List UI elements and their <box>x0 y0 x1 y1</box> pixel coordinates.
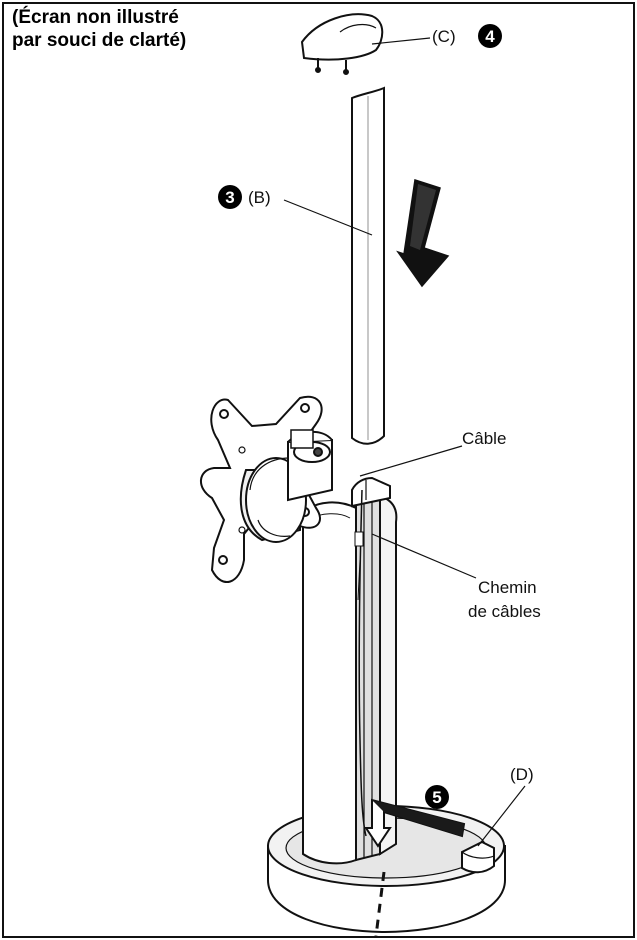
step-4-badge <box>478 24 502 48</box>
arrow-shade <box>410 184 436 250</box>
step-3-badge <box>218 185 242 209</box>
monitor-mount <box>200 395 333 583</box>
leader-cable-channel <box>371 533 477 579</box>
stand-pole <box>302 476 398 865</box>
top-cap-c <box>300 13 384 75</box>
step-3: 3 (B) <box>218 185 271 209</box>
part-b-label: (B) <box>248 188 271 207</box>
illustration-note: (Écran non illustré par souci de clarté) <box>12 6 186 52</box>
base-insert-arrow-icon <box>364 798 466 848</box>
step-5-number: 5 <box>432 788 441 807</box>
alignment-dashed-line <box>374 871 386 937</box>
cable-channel-label-line-2: de câbles <box>468 602 541 621</box>
leader-cable <box>359 445 463 477</box>
cover-tube-b <box>351 86 385 445</box>
base-cap-d <box>461 840 495 874</box>
step-5: 5 (D) <box>425 765 534 809</box>
cable-channel-label-line-1: Chemin <box>478 578 537 597</box>
cable-label: Câble <box>462 429 506 448</box>
leader-b <box>283 199 373 236</box>
step-3-number: 3 <box>225 188 234 207</box>
step-5-badge <box>425 785 449 809</box>
leader-c <box>371 37 431 45</box>
part-c-label: (C) <box>432 27 456 46</box>
part-d-label: (D) <box>510 765 534 784</box>
step-4-number: 4 <box>485 27 495 46</box>
step-4: (C) 4 <box>432 24 502 48</box>
note-line-1: (Écran non illustré <box>12 7 179 28</box>
note-line-2: par souci de clarté) <box>12 30 187 51</box>
leader-d <box>477 785 526 847</box>
